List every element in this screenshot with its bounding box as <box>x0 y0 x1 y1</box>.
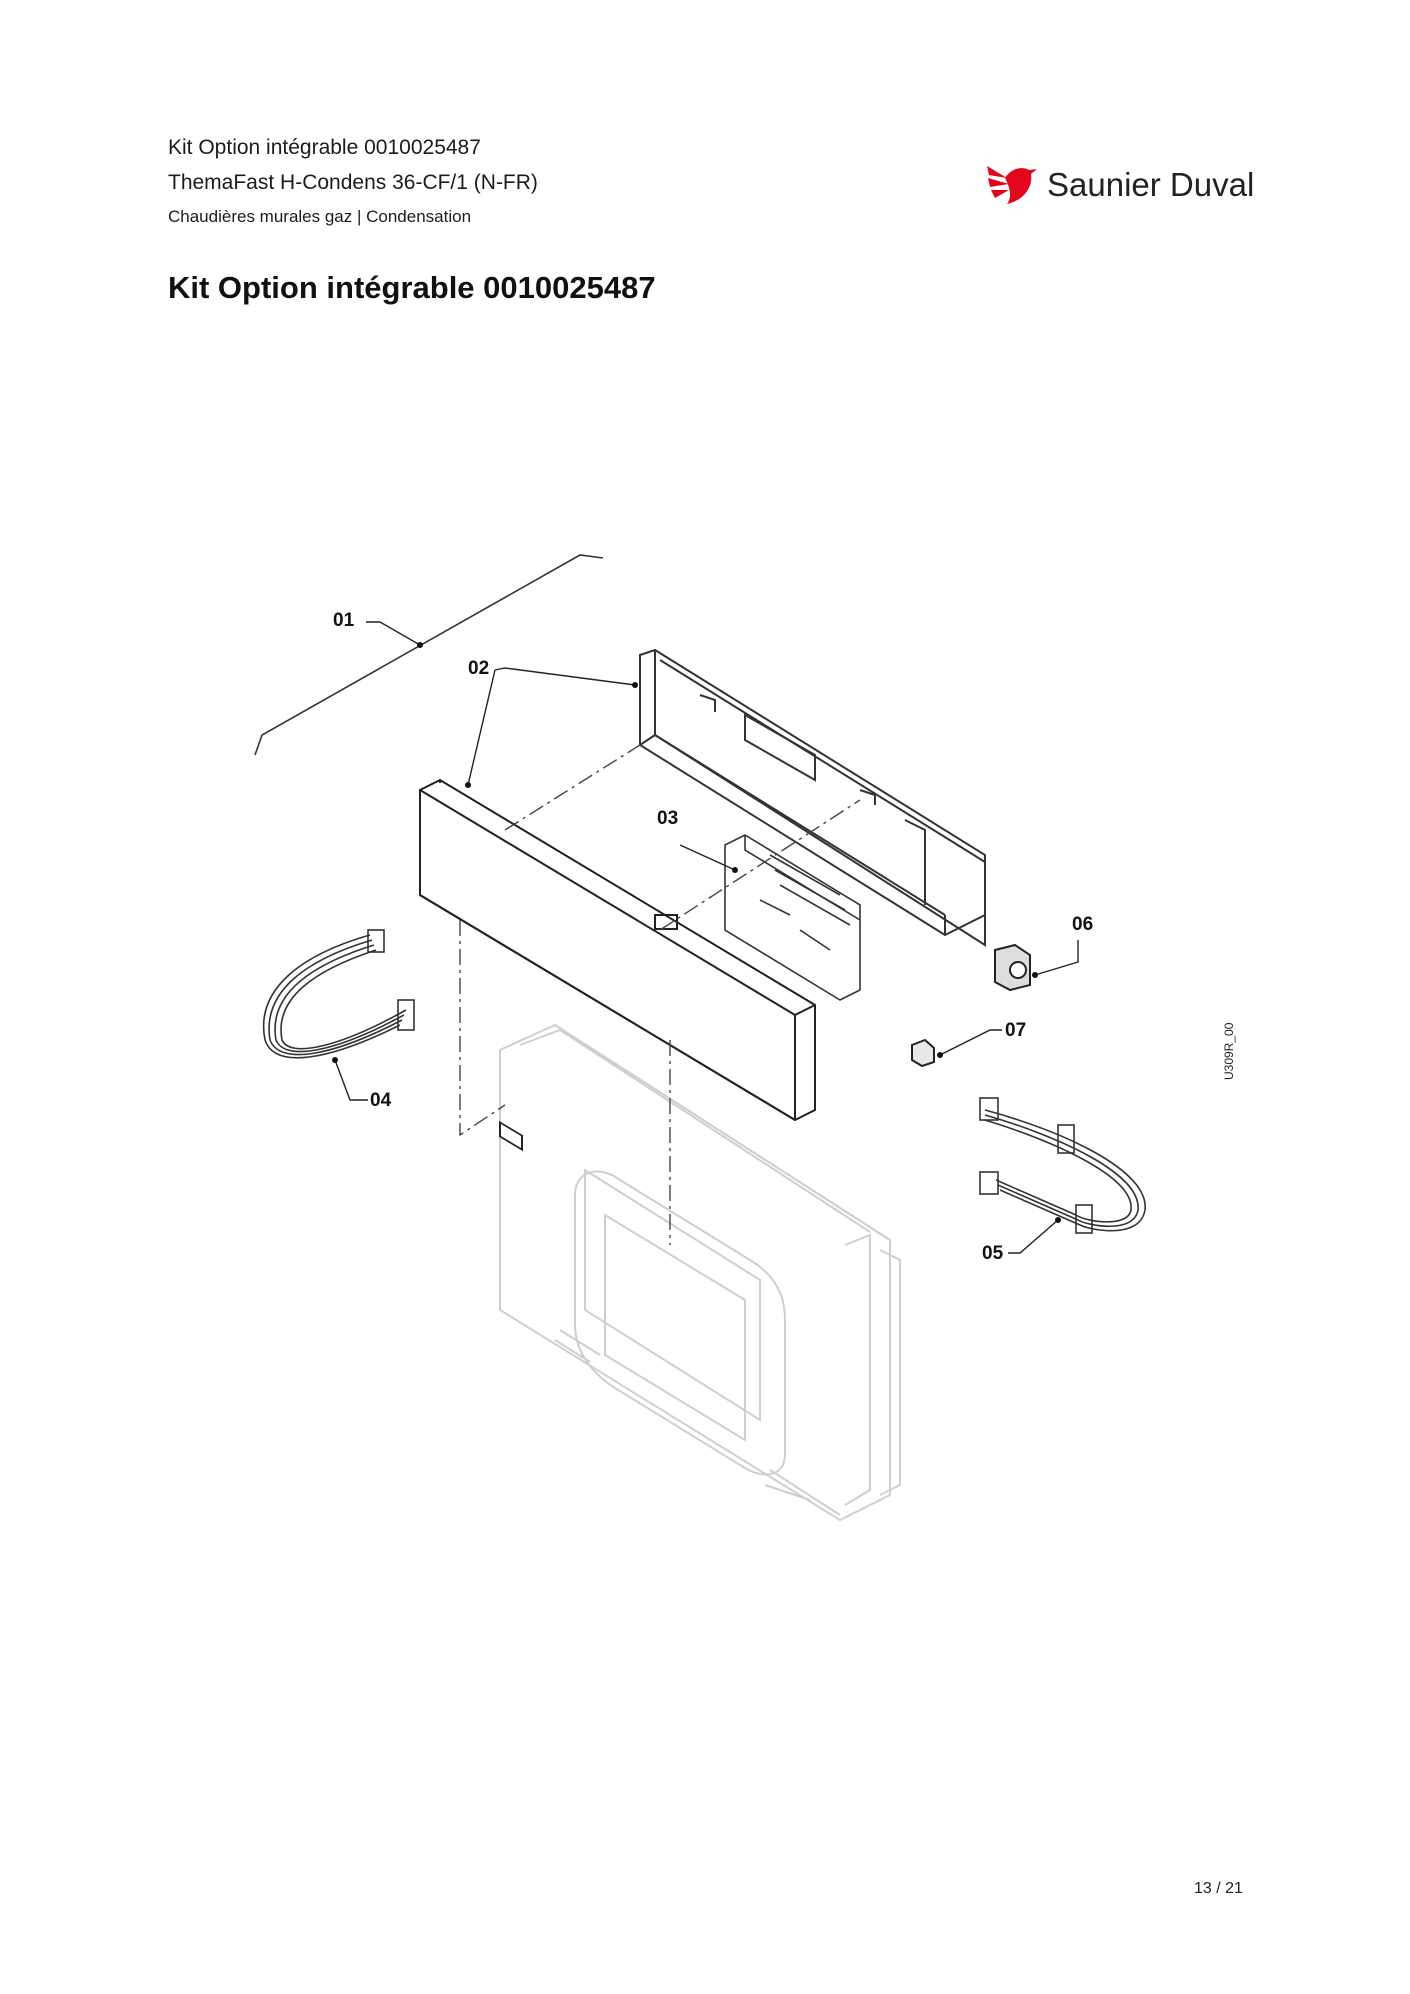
boiler-casing-outline <box>499 1023 901 1522</box>
rear-housing <box>639 648 986 947</box>
header-model-line: ThemaFast H-Condens 36-CF/1 (N-FR) <box>168 171 538 194</box>
front-cover <box>419 778 816 1152</box>
header-kit-line: Kit Option intégrable 0010025487 <box>168 136 481 159</box>
part-07-clip <box>911 1038 935 1068</box>
part-06-switch <box>994 943 1031 992</box>
cable-05 <box>979 1097 1146 1234</box>
bird-logo-icon <box>987 166 1037 204</box>
callout-01: 01 <box>333 610 355 631</box>
callout-03: 03 <box>657 808 679 829</box>
leader-dots <box>332 642 1061 1223</box>
brand-name: Saunier Duval <box>1047 166 1255 203</box>
page-title: Kit Option intégrable 0010025487 <box>168 270 656 305</box>
callout-02: 02 <box>468 658 490 679</box>
page-number: 13 / 21 <box>1194 1880 1243 1897</box>
alignment-lines <box>459 744 861 1245</box>
kit-bracket-line <box>254 554 604 756</box>
header-category-line: Chaudières murales gaz | Condensation <box>168 207 472 226</box>
cable-04 <box>262 929 415 1059</box>
callout-04: 04 <box>370 1090 392 1111</box>
circuit-board <box>724 834 861 1001</box>
brand-logo: Saunier Duval <box>985 160 1255 208</box>
callout-05: 05 <box>982 1243 1004 1264</box>
callout-07: 07 <box>1005 1020 1027 1041</box>
leader-lines <box>334 621 1079 1254</box>
drawing-reference: U309R_00 <box>1222 1022 1236 1080</box>
callout-06: 06 <box>1072 914 1094 935</box>
